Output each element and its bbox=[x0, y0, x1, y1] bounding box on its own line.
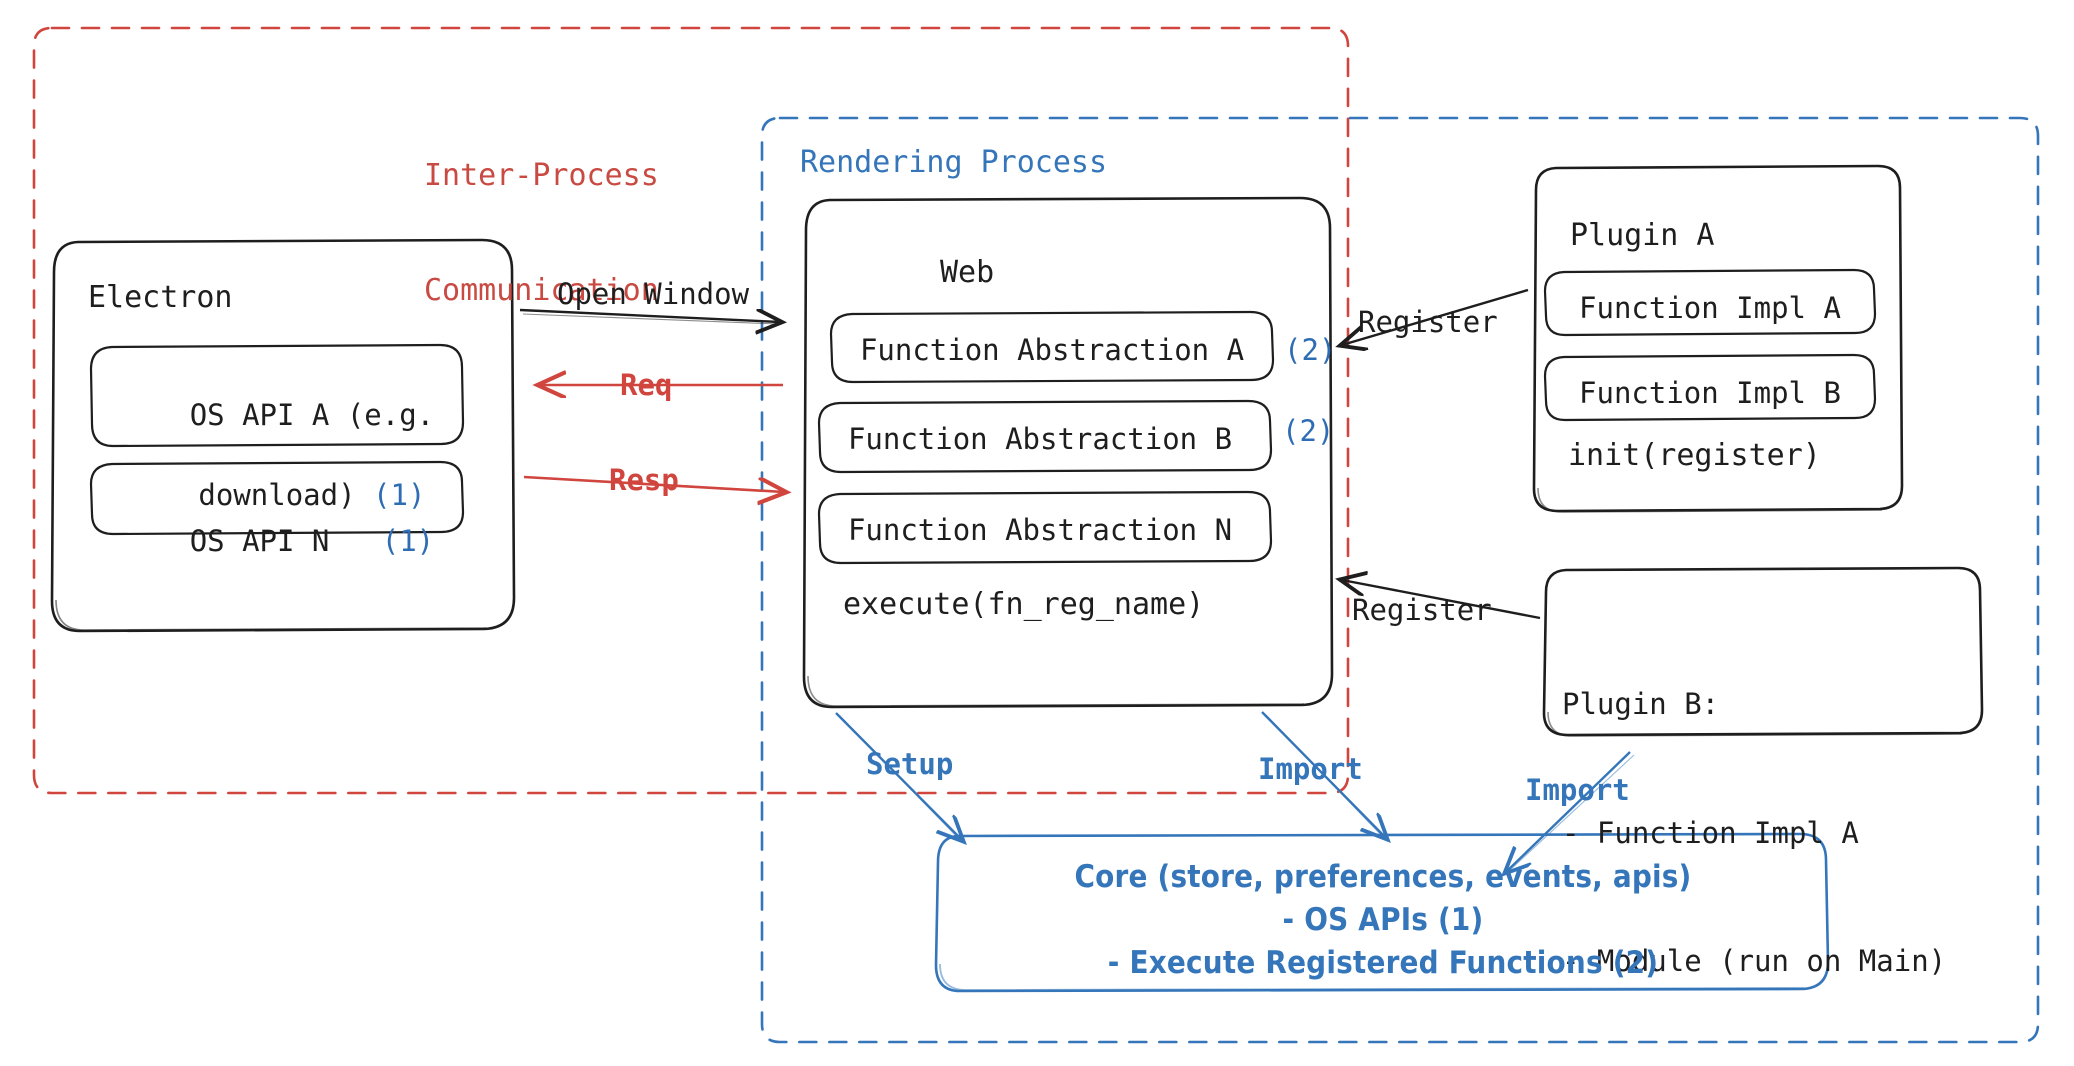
core-line-2: - OS APIs (1) bbox=[1282, 901, 1484, 938]
plugin-b-line-1: Plugin B: bbox=[1562, 686, 1720, 721]
os-api-a-line-1: OS API A (e.g. bbox=[189, 398, 435, 433]
function-impl-a-label: Function Impl A bbox=[1579, 291, 1841, 325]
ipc-region-title: Inter-Process Communication bbox=[424, 80, 659, 387]
core-line-1: Core (store, preferences, events, apis) bbox=[1074, 859, 1692, 895]
electron-heading: Electron bbox=[88, 280, 233, 315]
edge-label-register-plugin-b: Register bbox=[1352, 593, 1492, 627]
ipc-title-line-1: Inter-Process bbox=[424, 157, 659, 193]
function-impl-b-label: Function Impl B bbox=[1579, 376, 1841, 410]
function-abstraction-a-label: Function Abstraction A bbox=[859, 333, 1245, 367]
os-api-a-label: OS API A (e.g. download) (1) bbox=[112, 355, 442, 555]
function-abstraction-a-marker: (2) bbox=[1284, 333, 1337, 367]
edge-label-import-plugin-b: Import bbox=[1525, 773, 1630, 807]
edge-label-setup: Setup bbox=[866, 747, 954, 781]
edge-label-open-window: Open Window bbox=[557, 277, 750, 311]
os-api-n-label: OS API N (1) bbox=[112, 481, 442, 601]
plugin-b-line-3: - Module (run on Main) bbox=[1562, 944, 1947, 979]
rendering-process-title: Rendering Process bbox=[800, 145, 1108, 180]
function-abstraction-b-marker: (2) bbox=[1282, 414, 1335, 448]
web-heading: Web bbox=[940, 255, 995, 290]
plugin-a-heading: Plugin A bbox=[1570, 218, 1715, 253]
plugin-a-init-footer: init(register) bbox=[1568, 438, 1821, 473]
ipc-title-line-2: Communication bbox=[424, 272, 659, 308]
core-line-3: - Execute Registered Functions (2) bbox=[1107, 944, 1659, 981]
os-api-n-line-1: OS API N bbox=[189, 524, 330, 559]
function-abstraction-b-label: Function Abstraction B bbox=[847, 422, 1233, 456]
edge-label-req: Req bbox=[620, 368, 673, 402]
function-abstraction-n-label: Function Abstraction N bbox=[847, 513, 1233, 547]
plugin-b-line-2: - Function Impl A bbox=[1562, 815, 1859, 850]
edge-label-resp: Resp bbox=[609, 463, 679, 497]
os-api-a-marker: (1) bbox=[373, 478, 426, 513]
core-content: Core (store, preferences, events, apis) … bbox=[946, 856, 1820, 984]
web-execute-footer: execute(fn_reg_name) bbox=[843, 587, 1205, 622]
os-api-a-line-2: download) bbox=[198, 478, 356, 513]
plugin-b-content: Plugin B: - Function Impl A - Module (ru… bbox=[1562, 597, 1946, 1066]
os-api-n-marker: (1) bbox=[381, 524, 435, 559]
edge-label-import-web: Import bbox=[1258, 752, 1363, 786]
edge-label-register-plugin-a: Register bbox=[1358, 305, 1498, 339]
